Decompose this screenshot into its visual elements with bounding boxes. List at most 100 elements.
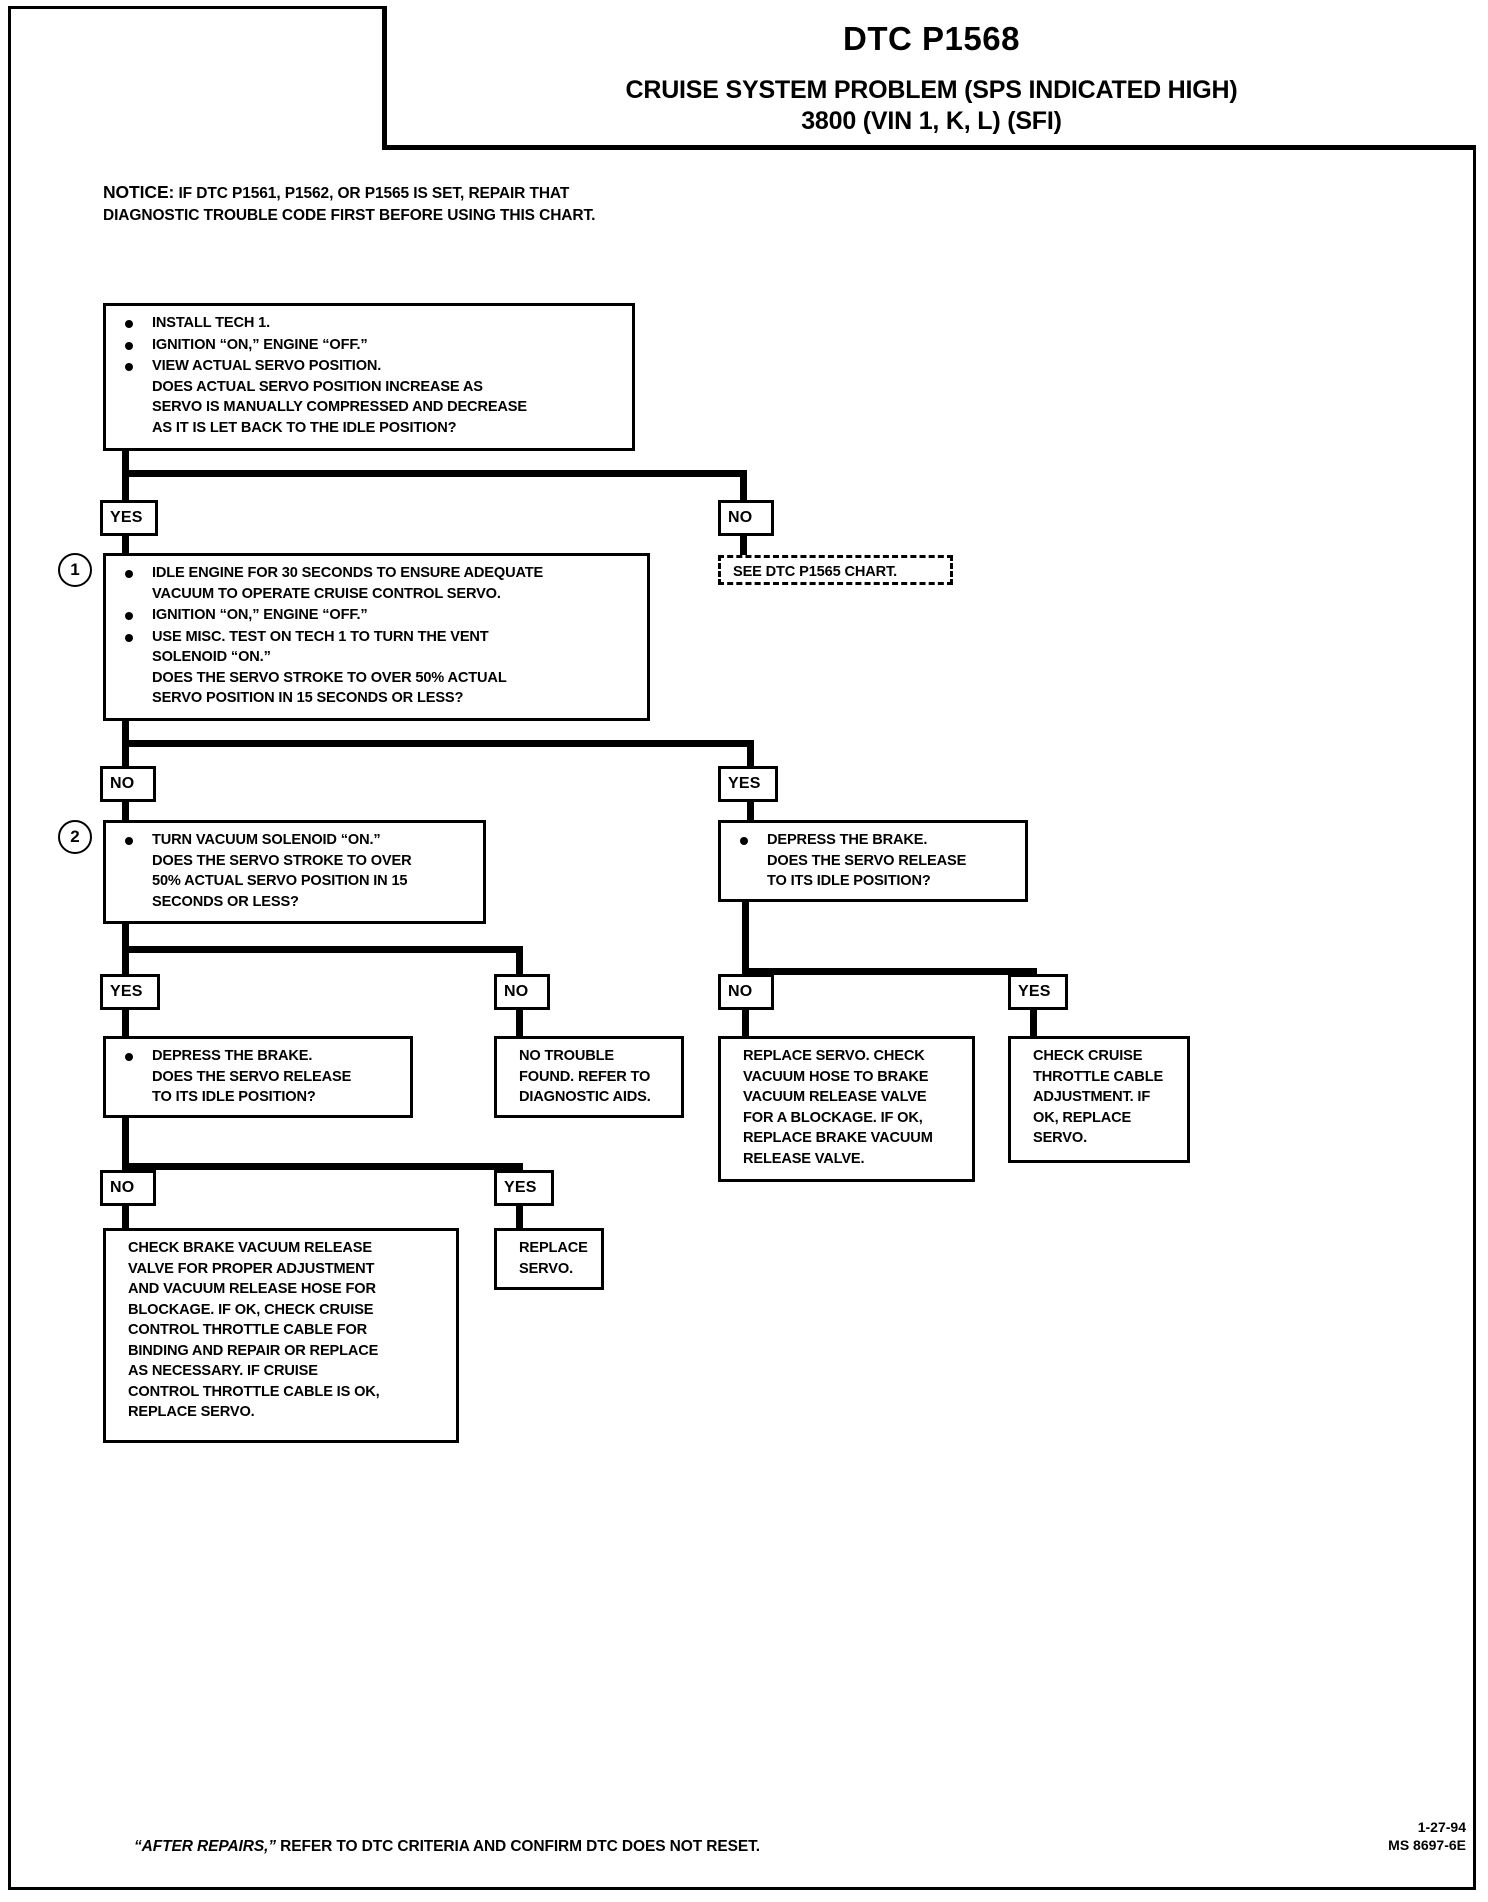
connector-line <box>122 536 129 554</box>
depress-left-cont-1: DOES THE SERVO RELEASE <box>152 1068 352 1085</box>
footer-code-number: MS 8697-6E <box>1388 1837 1466 1853</box>
cct-line-4: OK, REPLACE <box>1033 1109 1132 1126</box>
connector-line <box>122 1010 129 1036</box>
cbv-line-8: CONTROL THROTTLE CABLE IS OK, <box>128 1383 380 1400</box>
notice-block: NOTICE: IF DTC P1561, P1562, OR P1565 IS… <box>103 181 803 227</box>
connector-line <box>742 968 1037 975</box>
box-depress-brake-right: DEPRESS THE BRAKE. DOES THE SERVO RELEAS… <box>718 820 1028 902</box>
connector-line <box>740 470 747 504</box>
box-step2-turn-vacuum-solenoid: TURN VACUUM SOLENOID “ON.” DOES THE SERV… <box>103 820 486 924</box>
depress-left-cont-2: TO ITS IDLE POSITION? <box>152 1089 316 1105</box>
connector-line <box>1030 1010 1037 1036</box>
start-cont-3: AS IT IS LET BACK TO THE IDLE POSITION? <box>152 419 457 436</box>
rss-line-1: REPLACE <box>519 1240 588 1256</box>
footer-publication-code: 1-27-94 MS 8697-6E <box>1388 1818 1466 1854</box>
list-item: DEPRESS THE BRAKE. DOES THE SERVO RELEAS… <box>731 830 1017 892</box>
footer-after-repairs-note: “AFTER REPAIRS,” REFER TO DTC CRITERIA A… <box>134 1838 760 1856</box>
connector-line <box>122 802 129 820</box>
notice-line-1: IF DTC P1561, P1562, OR P1565 IS SET, RE… <box>178 185 570 202</box>
branch-label-no-3: NO <box>494 974 550 1010</box>
step1-b3-line2: SOLENOID “ON.” <box>152 649 271 665</box>
depress-right-b1: DEPRESS THE BRAKE. <box>767 832 928 848</box>
notice-label: NOTICE: <box>103 182 175 202</box>
branch-label-yes-1: YES <box>100 500 158 536</box>
connector-line <box>742 1010 749 1036</box>
start-bullet-2: IGNITION “ON,” ENGINE “OFF.” <box>152 336 368 353</box>
box-start-install-tech1: INSTALL TECH 1. IGNITION “ON,” ENGINE “O… <box>103 303 635 451</box>
rsc-line-3: VACUUM RELEASE VALVE <box>743 1089 927 1105</box>
list-item: VIEW ACTUAL SERVO POSITION. DOES ACTUAL … <box>116 356 624 438</box>
connector-line <box>516 1163 523 1171</box>
step2-cont-3: SECONDS OR LESS? <box>152 893 299 910</box>
step1-b1-line1: IDLE ENGINE FOR 30 SECONDS TO ENSURE ADE… <box>152 565 544 581</box>
list-item: IGNITION “ON,” ENGINE “OFF.” <box>116 605 639 626</box>
rsc-line-6: RELEASE VALVE. <box>743 1150 865 1167</box>
list-item: INSTALL TECH 1. <box>116 313 624 334</box>
step-marker-1: 1 <box>58 553 92 587</box>
connector-line <box>122 740 754 747</box>
title-block: DTC P1568 CRUISE SYSTEM PROBLEM (SPS IND… <box>382 6 1476 150</box>
cbv-line-2: VALVE FOR PROPER ADJUSTMENT <box>128 1260 375 1277</box>
box-replace-servo-check-hose: REPLACE SERVO. CHECK VACUUM HOSE TO BRAK… <box>718 1036 975 1182</box>
connector-line <box>747 802 754 820</box>
footer-rest: REFER TO DTC CRITERIA AND CONFIRM DTC DO… <box>275 1838 760 1855</box>
list-item: USE MISC. TEST ON TECH 1 TO TURN THE VEN… <box>116 627 639 709</box>
step2-b1: TURN VACUUM SOLENOID “ON.” <box>152 832 381 848</box>
connector-line <box>516 1010 523 1036</box>
rsc-line-5: REPLACE BRAKE VACUUM <box>743 1130 933 1146</box>
box-replace-servo-small: REPLACE SERVO. <box>494 1228 604 1290</box>
ntf-line-3: DIAGNOSTIC AIDS. <box>519 1089 651 1105</box>
connector-line <box>516 1206 523 1228</box>
cbv-line-5: CONTROL THROTTLE CABLE FOR <box>128 1322 368 1338</box>
depress-left-b1: DEPRESS THE BRAKE. <box>152 1048 313 1064</box>
start-cont-1: DOES ACTUAL SERVO POSITION INCREASE AS <box>152 378 483 395</box>
notice-line-2: DIAGNOSTIC TROUBLE CODE FIRST BEFORE USI… <box>103 207 596 224</box>
footer-date: 1-27-94 <box>1417 1819 1466 1835</box>
box-step1-idle-engine: IDLE ENGINE FOR 30 SECONDS TO ENSURE ADE… <box>103 553 650 721</box>
cbv-line-9: REPLACE SERVO. <box>128 1404 255 1420</box>
connector-line <box>122 451 129 504</box>
cct-line-5: SERVO. <box>1033 1130 1087 1146</box>
depress-right-cont-2: TO ITS IDLE POSITION? <box>767 873 931 889</box>
connector-line <box>122 1206 129 1228</box>
step-marker-2: 2 <box>58 820 92 854</box>
start-cont-2: SERVO IS MANUALLY COMPRESSED AND DECREAS… <box>152 399 527 415</box>
branch-label-yes-3: YES <box>100 974 160 1010</box>
step1-cont-2: SERVO POSITION IN 15 SECONDS OR LESS? <box>152 690 464 706</box>
branch-label-yes-4: YES <box>1008 974 1068 1010</box>
rsc-line-1: REPLACE SERVO. CHECK <box>743 1048 925 1064</box>
ntf-line-1: NO TROUBLE <box>519 1048 614 1064</box>
step1-b3-line1: USE MISC. TEST ON TECH 1 TO TURN THE VEN… <box>152 628 489 645</box>
start-bullet-3: VIEW ACTUAL SERVO POSITION. <box>152 358 382 374</box>
branch-label-no-5: NO <box>100 1170 156 1206</box>
cct-line-2: THROTTLE CABLE <box>1033 1068 1164 1085</box>
cbv-line-3: AND VACUUM RELEASE HOSE FOR <box>128 1281 376 1297</box>
step1-b2: IGNITION “ON,” ENGINE “OFF.” <box>152 607 368 623</box>
connector-line <box>122 1118 129 1170</box>
cbv-line-4: BLOCKAGE. IF OK, CHECK CRUISE <box>128 1301 374 1318</box>
step2-cont-2: 50% ACTUAL SERVO POSITION IN 15 <box>152 873 408 889</box>
connector-line <box>1030 968 1037 976</box>
page-title-dtc: DTC P1568 <box>843 20 1020 57</box>
connector-line <box>122 1163 523 1170</box>
list-item: IGNITION “ON,” ENGINE “OFF.” <box>116 335 624 356</box>
cbv-line-7: AS NECESSARY. IF CRUISE <box>128 1363 318 1379</box>
page-title-sub: 3800 (VIN 1, K, L) (SFI) <box>801 107 1062 135</box>
cbv-line-1: CHECK BRAKE VACUUM RELEASE <box>128 1240 372 1256</box>
connector-line <box>742 902 749 976</box>
page-title-main: CRUISE SYSTEM PROBLEM (SPS INDICATED HIG… <box>625 76 1238 104</box>
connector-line <box>122 946 523 953</box>
step2-cont-1: DOES THE SERVO STROKE TO OVER <box>152 852 412 869</box>
connector-line <box>747 740 754 771</box>
cct-line-1: CHECK CRUISE <box>1033 1048 1143 1064</box>
list-item: TURN VACUUM SOLENOID “ON.” DOES THE SERV… <box>116 830 475 912</box>
box-no-trouble-found: NO TROUBLE FOUND. REFER TO DIAGNOSTIC AI… <box>494 1036 684 1118</box>
cct-line-3: ADJUSTMENT. IF <box>1033 1089 1151 1105</box>
see-p1565-text: SEE DTC P1565 CHART. <box>733 564 898 580</box>
list-item: IDLE ENGINE FOR 30 SECONDS TO ENSURE ADE… <box>116 563 639 604</box>
box-depress-brake-left: DEPRESS THE BRAKE. DOES THE SERVO RELEAS… <box>103 1036 413 1118</box>
start-bullet-1: INSTALL TECH 1. <box>152 315 271 331</box>
depress-right-cont-1: DOES THE SERVO RELEASE <box>767 852 967 869</box>
box-check-cruise-throttle-cable: CHECK CRUISE THROTTLE CABLE ADJUSTMENT. … <box>1008 1036 1190 1163</box>
